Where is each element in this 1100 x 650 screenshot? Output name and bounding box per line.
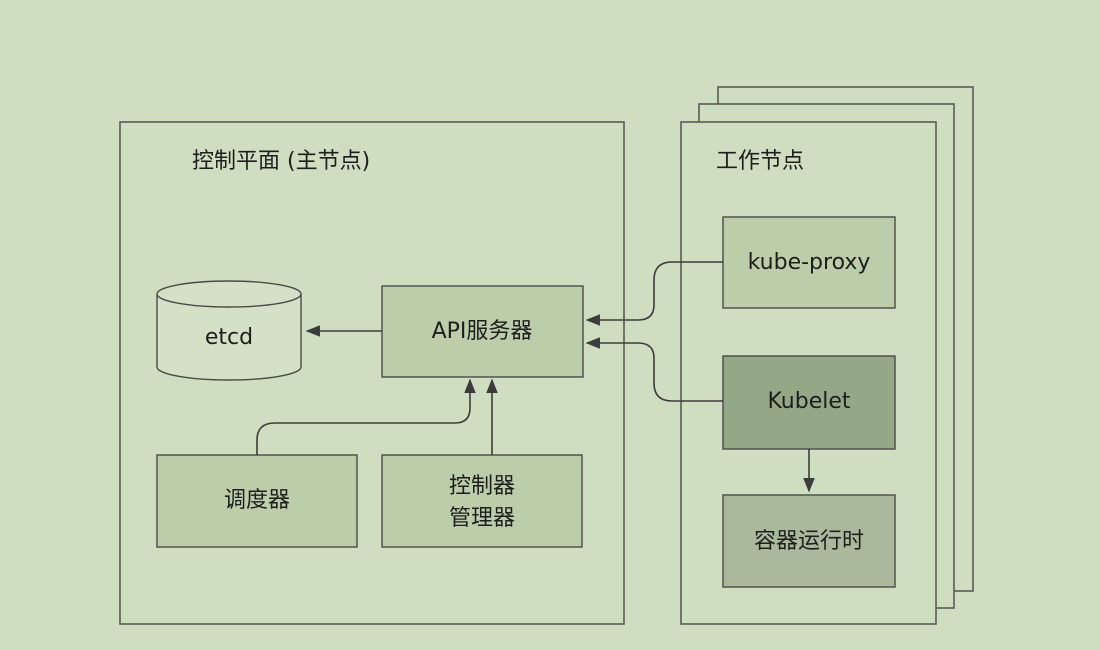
- etcd-database: etcd: [156, 280, 302, 381]
- control-plane-title: 控制平面 (主节点): [192, 149, 370, 174]
- kubelet-label: Kubelet: [767, 389, 850, 414]
- kubelet-box: Kubelet: [722, 355, 896, 450]
- controller-manager-box: 控制器 管理器: [381, 454, 583, 548]
- kube-proxy-label: kube-proxy: [748, 250, 871, 275]
- scheduler-label: 调度器: [224, 488, 290, 513]
- container-runtime-box: 容器运行时: [722, 494, 896, 588]
- controller-manager-label-line2: 管理器: [449, 506, 515, 531]
- scheduler-to-api-arrow: [256, 378, 476, 455]
- kubelet-to-api-arrow: [585, 337, 723, 402]
- api-server-box: API服务器: [381, 285, 584, 378]
- kube-proxy-box: kube-proxy: [722, 216, 896, 309]
- kube-proxy-to-api-arrow: [585, 261, 723, 326]
- worker-node-title: 工作节点: [716, 149, 804, 174]
- container-runtime-label: 容器运行时: [754, 529, 864, 554]
- controller-manager-label-line1: 控制器: [449, 474, 515, 499]
- api-server-label: API服务器: [432, 319, 533, 344]
- scheduler-box: 调度器: [156, 454, 358, 548]
- etcd-label: etcd: [205, 325, 253, 350]
